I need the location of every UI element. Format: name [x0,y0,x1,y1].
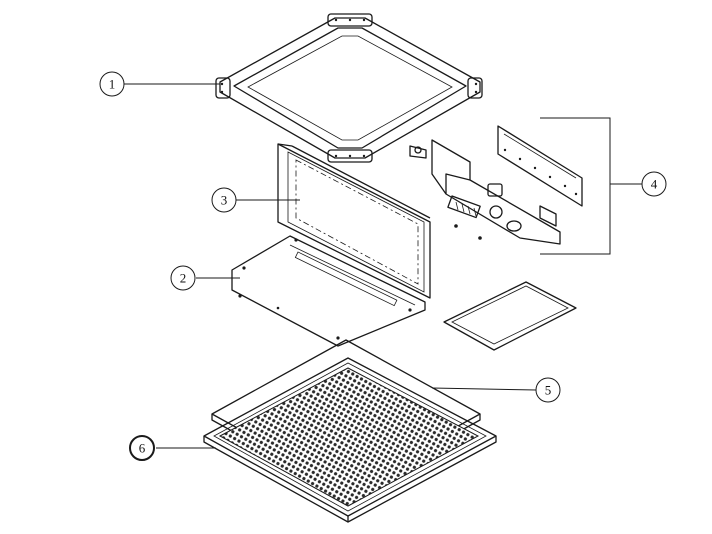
callout-4-label: 4 [651,177,658,192]
leader-5 [431,387,537,391]
callout-6-highlight-ring [129,435,155,461]
insulation-sheet [443,281,577,351]
callout-6-label: 6 [139,441,146,456]
callout-6: 6 [129,435,155,461]
part-3-frame-gasket [277,143,431,299]
part-6-grille [203,357,497,523]
callout-2-label: 2 [180,271,187,286]
part-2-plate [231,235,426,347]
callout-3: 3 [211,187,237,213]
callout-3-label: 3 [221,193,228,208]
leader-lines [124,83,537,449]
callout-4: 4 [641,171,667,197]
callout-5: 5 [535,377,561,403]
callout-2: 2 [170,265,196,291]
part-1-top-frame [215,13,483,163]
part-4-electronics-module [409,117,642,255]
callout-1-label: 1 [109,77,116,92]
callout-1: 1 [99,71,125,97]
callout-5-label: 5 [545,383,552,398]
